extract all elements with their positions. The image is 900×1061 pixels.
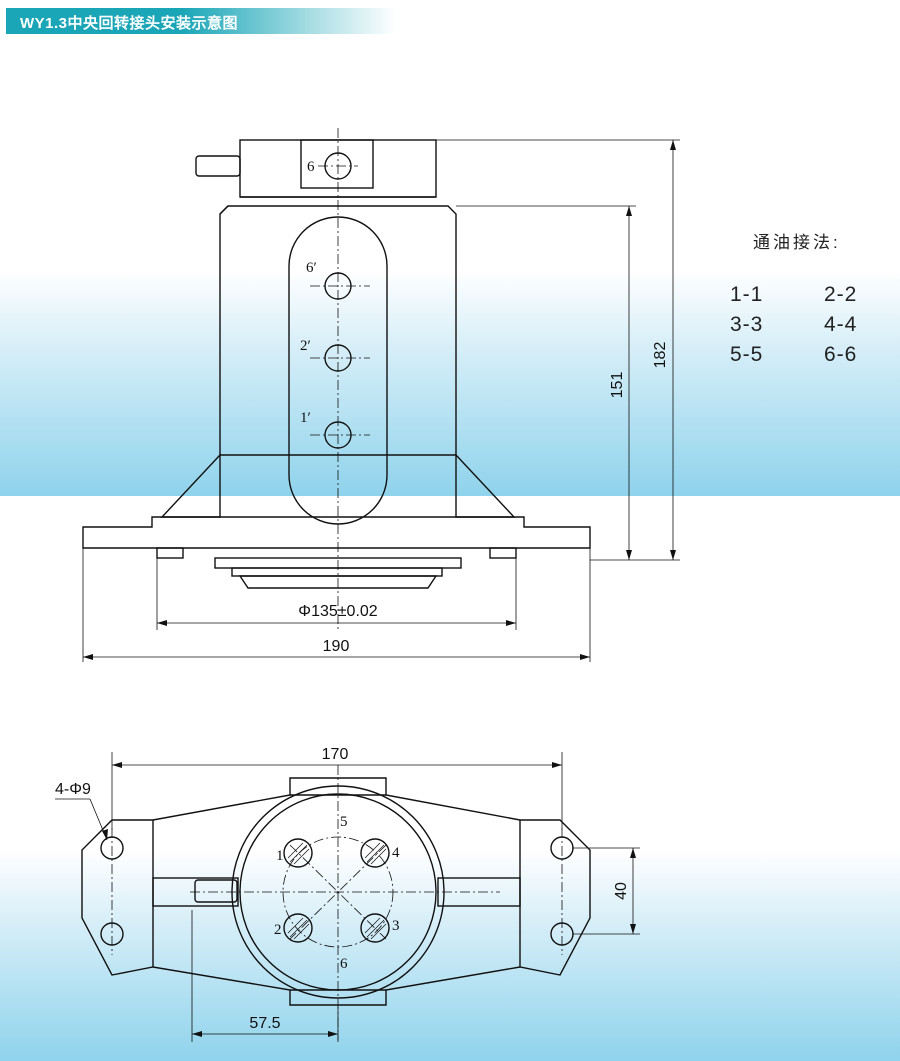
legend-item: 1-1 — [730, 283, 764, 306]
front-right-rib — [455, 453, 516, 518]
dim-offset: 57.5 — [249, 1015, 280, 1032]
top-side-pipe — [194, 879, 238, 903]
dim-body-height: 151 — [609, 372, 626, 399]
top-label-1: 1 — [276, 848, 284, 864]
front-label-6: 6 — [307, 159, 315, 175]
front-label-1prime: 1′ — [300, 410, 311, 426]
front-view — [82, 139, 591, 589]
page-title: WY1.3中央回转接头安装示意图 — [20, 15, 239, 32]
top-port-4 — [360, 838, 390, 868]
top-centerlines — [111, 765, 563, 1040]
top-label-6: 6 — [340, 956, 348, 972]
dim-pilot-diameter: Φ135±0.02 — [298, 603, 377, 620]
top-left-arm — [152, 877, 239, 907]
top-view — [81, 777, 591, 1006]
legend-item: 3-3 — [730, 313, 764, 336]
dim-hole-spacing: 40 — [613, 882, 630, 900]
front-label-6prime: 6′ — [306, 260, 317, 276]
top-port-2 — [283, 913, 313, 943]
front-left-rib — [160, 453, 221, 518]
front-dimension-arrows — [83, 140, 676, 660]
front-label-2prime: 2′ — [300, 338, 311, 354]
front-head-window — [300, 139, 374, 189]
front-side-pipe — [195, 155, 241, 177]
title-bar: WY1.3中央回转接头安装示意图 — [6, 8, 396, 34]
top-base-outline — [81, 777, 591, 1006]
legend-title: 通油接法: — [753, 233, 841, 252]
top-label-2: 2 — [274, 922, 282, 938]
top-dimension-arrows — [102, 762, 636, 1037]
front-centerlines — [310, 128, 370, 630]
front-port-slot — [288, 216, 388, 525]
top-label-3: 3 — [392, 918, 400, 934]
dim-overall-width: 170 — [322, 746, 349, 763]
dim-total-height: 182 — [652, 342, 669, 369]
top-label-5: 5 — [340, 814, 348, 830]
front-dimension-lines — [82, 139, 680, 662]
dim-mount-holes: 4-Φ9 — [55, 781, 91, 798]
background-band-bottom — [0, 850, 900, 1061]
legend-item: 5-5 — [730, 343, 764, 366]
top-port-3 — [360, 913, 390, 943]
top-port-1 — [283, 838, 313, 868]
legend-item: 2-2 — [824, 283, 858, 306]
top-port-hatching — [287, 842, 387, 940]
background-band-top — [0, 270, 900, 496]
dim-flange-width: 190 — [323, 638, 350, 655]
top-label-4: 4 — [392, 845, 400, 861]
legend-item: 6-6 — [824, 343, 858, 366]
front-flange — [82, 516, 591, 549]
legend-item: 4-4 — [824, 313, 858, 336]
